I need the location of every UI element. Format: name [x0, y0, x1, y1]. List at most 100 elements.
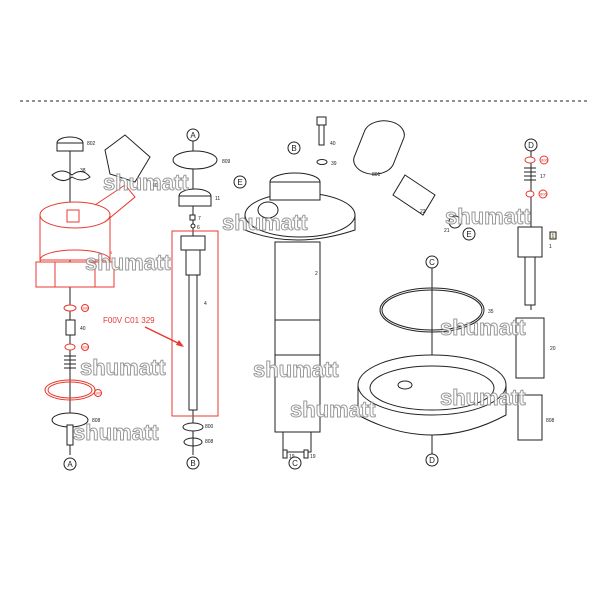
part-label: A — [67, 460, 73, 469]
part-number-annotation: F00V C01 329 — [103, 316, 155, 325]
highlighted-valve-box — [171, 230, 219, 417]
diagram-stroke — [182, 422, 204, 432]
diagram-stroke — [64, 343, 76, 351]
control-valve-assembly: A 809 11 7 6 4 800 808 B — [171, 128, 231, 470]
part-label: 806 — [83, 345, 90, 350]
part-label: 6 — [197, 225, 200, 231]
part-label: E — [237, 178, 242, 187]
part-label: shumatt — [73, 420, 159, 445]
part-label: shumatt — [253, 357, 339, 382]
diagram-stroke — [549, 231, 557, 240]
valve-rod-4 — [188, 274, 198, 411]
part-label: 800 — [205, 424, 214, 430]
part-label: 806 — [540, 192, 547, 197]
o-ring-35 — [379, 287, 485, 333]
part-label: A — [190, 131, 196, 140]
part-label: 808 — [92, 418, 101, 424]
part-label: 40 — [330, 141, 336, 147]
arrow-head-icon — [176, 340, 184, 347]
diagram-stroke — [318, 124, 325, 146]
diagram-stroke — [186, 456, 200, 470]
part-label: 801 — [372, 172, 381, 178]
callout-a-bottom — [63, 457, 77, 471]
annotation-arrow — [144, 326, 183, 346]
diagram-stroke — [397, 380, 413, 390]
diagram-stroke — [381, 289, 483, 331]
diagram-stroke — [524, 156, 536, 164]
part-label: 2 — [315, 271, 318, 277]
diagram-stroke — [178, 195, 212, 207]
inlet-fitting-22 — [392, 174, 436, 216]
part-label: C — [429, 258, 435, 267]
diagram-stroke — [56, 142, 84, 152]
diagram-stroke — [81, 343, 89, 351]
diagram-stroke — [233, 175, 247, 189]
diagram-stroke — [180, 235, 206, 251]
part-label: 802 — [87, 141, 96, 147]
diagram-stroke — [189, 214, 196, 221]
diagram-stroke — [425, 453, 439, 467]
part-label: 808 — [205, 439, 214, 445]
part-label: shumatt — [80, 355, 166, 380]
part-label: 801 — [152, 183, 161, 189]
part-label: 809 — [222, 159, 231, 165]
diagram-stroke — [282, 449, 288, 459]
diagram-stroke — [538, 189, 548, 199]
part-label: E — [466, 230, 471, 239]
diagram-stroke — [525, 190, 535, 198]
part-label: 17 — [540, 174, 546, 180]
diagram-stroke — [288, 456, 302, 470]
diagram-stroke — [190, 223, 196, 229]
diagram-stroke — [316, 116, 327, 126]
part-label: 21 — [444, 228, 450, 234]
part-label: 805 — [96, 391, 103, 396]
diagram-stroke — [282, 431, 312, 453]
part-label: 3 — [110, 250, 113, 255]
part-label: 22 — [420, 209, 426, 215]
part-label: shumatt — [85, 250, 171, 275]
connector-cap-801 — [104, 134, 151, 183]
diagram-stroke — [287, 141, 301, 155]
clip-38 — [51, 170, 91, 181]
part-label: 808 — [546, 418, 555, 424]
diagram-stroke — [448, 215, 462, 229]
o-ring-805 — [44, 379, 96, 401]
diagram-stroke — [269, 181, 321, 201]
part-label: 4 — [204, 301, 207, 307]
diagram-stroke — [94, 389, 102, 397]
diagram-stroke — [81, 304, 89, 312]
part-label: 19 — [310, 454, 316, 460]
solenoid-assembly: 802 38 801 3 806 40 806 805 808 A — [35, 134, 161, 471]
cap-801 — [353, 120, 405, 175]
diagram-stroke — [539, 155, 549, 165]
diagram-stroke — [303, 449, 309, 459]
part-label: 1 — [552, 234, 555, 240]
solenoid-connector — [94, 184, 136, 223]
diagram-stroke — [257, 201, 279, 219]
part-label: 1 — [549, 244, 552, 250]
part-label: C — [292, 459, 298, 468]
inlet-assembly: 801 22 21 E — [353, 120, 476, 241]
diagram-stroke — [524, 167, 536, 181]
nozzle-1 — [517, 226, 543, 258]
body-shaft-2 — [274, 241, 321, 433]
diagram-stroke — [35, 261, 115, 288]
part-label: 20 — [550, 346, 556, 352]
diagram-stroke — [66, 209, 80, 223]
watermarks: shumatt shumatt shumatt shumatt shumatt … — [73, 170, 532, 446]
part-label: shumatt — [440, 385, 526, 410]
diagram-stroke — [66, 424, 74, 446]
part-label: shumatt — [440, 315, 526, 340]
diagram-stroke — [462, 227, 476, 241]
spring — [64, 355, 76, 369]
part-label: shumatt — [290, 397, 376, 422]
part-label: 806 — [541, 158, 548, 163]
part-label: 11 — [215, 196, 220, 202]
part-label: 39 — [331, 161, 337, 167]
part-label: shumatt — [103, 170, 189, 195]
nozzle-assembly: D 806 17 806 1 1 20 808 — [515, 138, 557, 441]
part-label: 19 — [289, 454, 295, 460]
diagram-stroke — [63, 304, 77, 312]
part-label: D — [429, 456, 435, 465]
